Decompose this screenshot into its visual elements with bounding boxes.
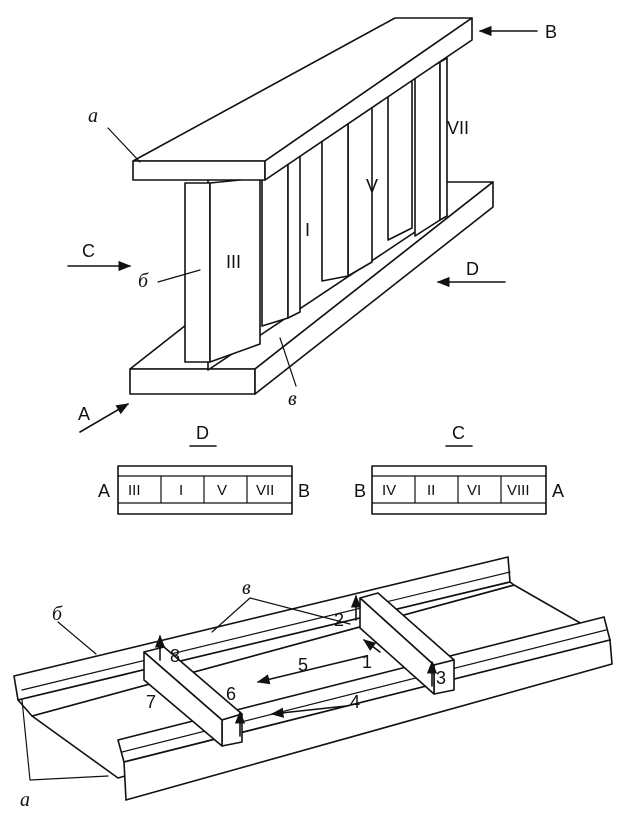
arrow-d-label: D	[466, 259, 479, 279]
weld-arrow-1	[362, 639, 381, 653]
stiffener-III-label: III	[226, 252, 241, 272]
label-v-bottom: в	[242, 577, 251, 599]
arrow-c-label: C	[82, 241, 95, 261]
panel-figure: в б а 1 2 3 4 5 6 7 8	[13, 556, 613, 811]
view-d-cell: III	[128, 482, 141, 499]
label-b: б	[138, 270, 149, 292]
leader-a-bottom-2	[29, 775, 109, 781]
stiffener-VII	[414, 57, 448, 237]
leader-b-bottom	[57, 621, 97, 655]
leader-v-bottom-b	[249, 597, 351, 625]
leader-v	[279, 337, 297, 387]
view-d-cell: VII	[256, 482, 274, 499]
stiffener-I	[261, 149, 301, 327]
step-label-6: 6	[226, 684, 236, 704]
view-c-title: C	[452, 423, 465, 443]
view-d-right: B	[298, 481, 310, 501]
step-label-2: 2	[334, 610, 344, 630]
view-c-cell: VIII	[507, 482, 530, 499]
weld-arrow-5	[256, 655, 367, 685]
view-c: C B A IV II VI VIII	[354, 423, 564, 515]
step-label-3: 3	[436, 668, 446, 688]
step-label-8: 8	[170, 646, 180, 666]
i-beam-figure: а б в III I V VII C A D B	[67, 17, 557, 433]
view-d-cell: V	[217, 482, 227, 499]
label-b-bottom: б	[52, 603, 63, 625]
step-label-1: 1	[362, 652, 372, 672]
view-d-cell: I	[179, 482, 183, 499]
view-d-left: A	[98, 481, 110, 501]
view-c-left: B	[354, 481, 366, 501]
leader-b	[157, 269, 201, 283]
stiffener-VII-inner	[387, 77, 413, 241]
label-a-bottom: а	[20, 789, 30, 811]
label-a: а	[88, 105, 98, 127]
view-c-cell: II	[427, 482, 435, 499]
arrow-a	[79, 403, 130, 433]
stiffener-V	[321, 101, 373, 282]
step-label-5: 5	[298, 655, 308, 675]
leader-v-bottom-a	[211, 597, 251, 633]
stiffener-V-label: V	[366, 176, 378, 196]
step-label-4: 4	[350, 692, 360, 712]
rib-right	[359, 592, 455, 695]
stiffener-I-label: I	[305, 220, 310, 240]
view-d-title: D	[196, 423, 209, 443]
top-flange	[132, 17, 473, 181]
view-d: D A B III I V VII	[98, 423, 310, 515]
arrow-a-label: A	[78, 404, 90, 424]
leader-a	[107, 127, 141, 163]
view-c-right: A	[552, 481, 564, 501]
view-c-cell: IV	[382, 482, 396, 499]
arrow-b-label: B	[545, 22, 557, 42]
weld-arrow-4	[270, 705, 347, 718]
step-label-7: 7	[146, 692, 156, 712]
label-v: в	[288, 388, 297, 410]
stiffener-III	[184, 177, 261, 363]
stiffener-VII-label: VII	[447, 118, 469, 138]
view-c-cell: VI	[467, 482, 481, 499]
leader-a-bottom-1	[21, 699, 31, 781]
